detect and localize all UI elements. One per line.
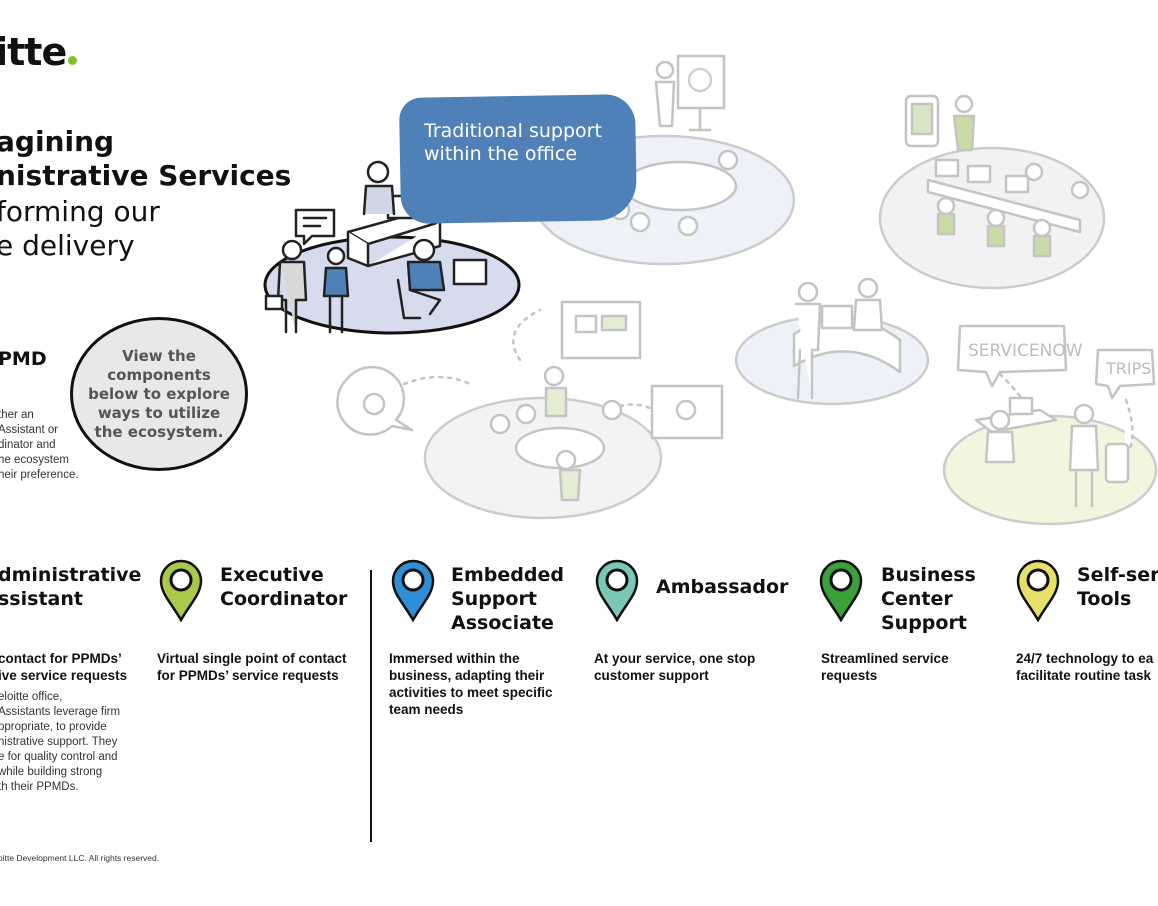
intro-heading: PMD <box>0 348 47 370</box>
page-subtitle-line-2: e delivery <box>0 229 135 262</box>
service-title-line: Support <box>451 588 537 610</box>
service-desc-line: Virtual single point of contact <box>157 651 347 666</box>
service-desc-self-service-tools: 24/7 technology to ea facilitate routine… <box>1016 650 1153 684</box>
servicenow-sign <box>956 324 1068 388</box>
service-desc-line: requests <box>821 668 878 683</box>
service-self-service-tools[interactable]: Self-serv Tools <box>1077 563 1158 611</box>
service-desc-line: At your service, one stop <box>594 651 756 666</box>
service-desc-line: 24/7 technology to ea <box>1016 651 1154 666</box>
service-desc-line: activities to meet specific <box>389 685 553 700</box>
light-green-pin-icon[interactable] <box>158 558 204 622</box>
service-desc-line: team needs <box>389 702 464 717</box>
service-title-line: Executive <box>220 564 324 586</box>
trips-sign <box>1094 348 1156 400</box>
service-desc-line: ive service requests <box>0 668 128 683</box>
page-title-line-2: nistrative Services <box>0 159 292 192</box>
service-embedded-support-associate[interactable]: Embedded Support Associate <box>451 563 564 635</box>
service-desc-business-center-support: Streamlined service requests <box>821 650 949 684</box>
service-executive-coordinator[interactable]: Executive Coordinator <box>220 563 347 611</box>
service-desc-line: customer support <box>594 668 709 683</box>
seated-worker <box>396 238 488 320</box>
yellow-pin-icon[interactable] <box>1015 558 1061 622</box>
ecosystem-illustration: SERVICENOW TRIPS <box>263 54 1158 526</box>
service-desc-embedded-support-associate: Immersed within the business, adapting t… <box>389 650 553 718</box>
page-title-line-1: agining <box>0 125 115 158</box>
service-title-line: Associate <box>451 612 554 634</box>
service-desc-line: Immersed within the <box>389 651 520 666</box>
receptionist-figure <box>362 160 396 216</box>
service-desc-line: contact for PPMDs’ <box>0 651 122 666</box>
green-pin-icon[interactable] <box>818 558 864 622</box>
teal-pin-icon[interactable] <box>594 558 640 622</box>
view-components-callout: View the components below to explore way… <box>70 317 248 471</box>
service-title-line: ssistant <box>0 588 83 610</box>
service-ambassador[interactable]: Ambassador <box>656 575 788 599</box>
service-title-line: Embedded <box>451 564 564 586</box>
service-administrative-assistant[interactable]: dministrative ssistant <box>0 563 141 611</box>
trips-label: TRIPS <box>1105 359 1151 378</box>
intro-text: ther an Assistant or dinator and he ecos… <box>0 409 79 481</box>
logo-dot <box>68 56 78 65</box>
service-desc-administrative-assistant: contact for PPMDs’ ive service requests <box>0 650 127 684</box>
page-subtitle-line-1: forming our <box>0 195 160 228</box>
service-title-line: Tools <box>1077 588 1132 610</box>
servicenow-label: SERVICENOW <box>968 341 1083 361</box>
section-divider <box>370 570 372 842</box>
logo-text: oitte <box>0 30 67 74</box>
service-desc-line: Streamlined service <box>821 651 949 666</box>
service-title-line: Self-serv <box>1077 564 1158 586</box>
service-title-line: Ambassador <box>656 576 789 598</box>
service-body-administrative-assistant: eloitte office, Assistants leverage firm… <box>0 691 121 793</box>
service-desc-line: facilitate routine task <box>1016 668 1152 683</box>
service-title-line: Center <box>881 588 953 610</box>
chat-bubble-icon <box>294 208 336 246</box>
service-title-line: Support <box>881 612 967 634</box>
callout-text: View the components below to explore way… <box>88 346 230 441</box>
service-desc-executive-coordinator: Virtual single point of contact for PPMD… <box>157 650 347 684</box>
company-logo: oitte <box>0 30 78 74</box>
bubble-text: Traditional support within the office <box>424 120 602 165</box>
visitor-with-briefcase <box>264 239 308 334</box>
copyright-footer: oitte Development LLC. All rights reserv… <box>0 853 160 863</box>
service-business-center-support[interactable]: Business Center Support <box>881 563 976 635</box>
service-title-line: Business <box>881 564 976 586</box>
service-title-line: Coordinator <box>220 588 348 610</box>
service-desc-ambassador: At your service, one stop customer suppo… <box>594 650 755 684</box>
service-desc-line: for PPMDs’ service requests <box>157 668 339 683</box>
visitor-woman <box>322 246 350 334</box>
service-title-line: dministrative <box>0 564 142 586</box>
service-desc-line: business, adapting their <box>389 668 545 683</box>
blue-pin-icon[interactable] <box>390 558 436 622</box>
